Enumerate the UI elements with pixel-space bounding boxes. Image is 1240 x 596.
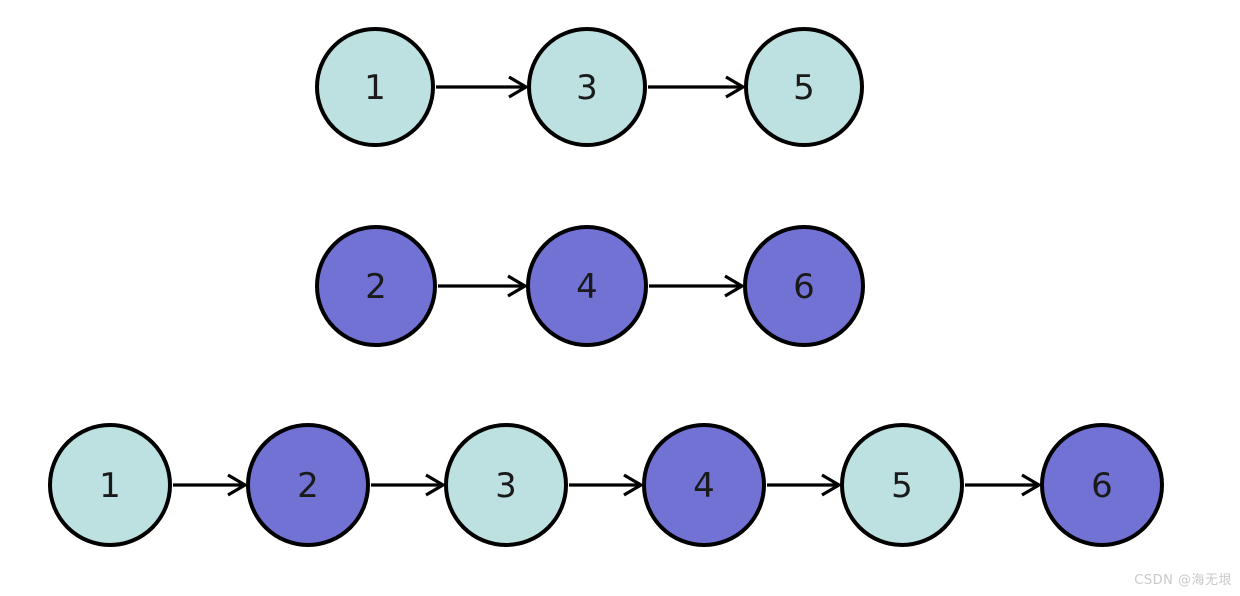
list-node[interactable]: 3: [444, 423, 568, 547]
list-node[interactable]: 4: [642, 423, 766, 547]
rows-layer: 1 3 5 2 4 6 1 2 3 4 5 6: [48, 27, 1164, 547]
edge-arrow: [173, 473, 249, 497]
node-value-label: 5: [891, 466, 913, 506]
node-circle-light_blue[interactable]: [315, 27, 435, 147]
list-node[interactable]: 3: [527, 27, 647, 147]
node-value-label: 3: [495, 466, 517, 506]
node-value-label: 2: [365, 267, 387, 307]
node-circle-purple[interactable]: [743, 225, 865, 347]
edge-arrow: [649, 274, 746, 298]
csdn-watermark: CSDN @海无垠: [1134, 573, 1232, 588]
list-row-second-sorted-list: 2 4 6: [315, 225, 865, 347]
node-value-label: 5: [793, 68, 815, 108]
node-value-label: 2: [297, 466, 319, 506]
node-value-label: 4: [693, 466, 715, 506]
node-value-label: 6: [1091, 466, 1113, 506]
list-node[interactable]: 1: [48, 423, 172, 547]
edge-arrow: [569, 473, 645, 497]
edge-arrow: [371, 473, 447, 497]
list-node[interactable]: 4: [526, 225, 648, 347]
list-node[interactable]: 2: [246, 423, 370, 547]
list-node[interactable]: 5: [744, 27, 864, 147]
node-circle-purple[interactable]: [642, 423, 766, 547]
node-value-label: 1: [364, 68, 386, 108]
edge-arrow: [438, 274, 529, 298]
node-circle-purple[interactable]: [315, 225, 437, 347]
node-value-label: 6: [793, 267, 815, 307]
list-node[interactable]: 2: [315, 225, 437, 347]
node-value-label: 1: [99, 466, 121, 506]
list-node[interactable]: 6: [1040, 423, 1164, 547]
node-circle-purple[interactable]: [526, 225, 648, 347]
list-node[interactable]: 1: [315, 27, 435, 147]
node-value-label: 3: [576, 68, 598, 108]
list-node[interactable]: 5: [840, 423, 964, 547]
node-circle-light_blue[interactable]: [444, 423, 568, 547]
list-row-merged-sorted-list: 1 2 3 4 5 6: [48, 423, 1164, 547]
node-value-label: 4: [576, 267, 598, 307]
node-circle-purple[interactable]: [246, 423, 370, 547]
list-node[interactable]: 6: [743, 225, 865, 347]
list-row-first-sorted-list: 1 3 5: [315, 27, 864, 147]
edge-arrow: [767, 473, 843, 497]
node-circle-light_blue[interactable]: [744, 27, 864, 147]
node-circle-light_blue[interactable]: [48, 423, 172, 547]
node-circle-light_blue[interactable]: [840, 423, 964, 547]
node-circle-purple[interactable]: [1040, 423, 1164, 547]
edge-arrow: [648, 75, 747, 99]
edge-arrow: [965, 473, 1043, 497]
node-circle-light_blue[interactable]: [527, 27, 647, 147]
edge-arrow: [436, 75, 530, 99]
